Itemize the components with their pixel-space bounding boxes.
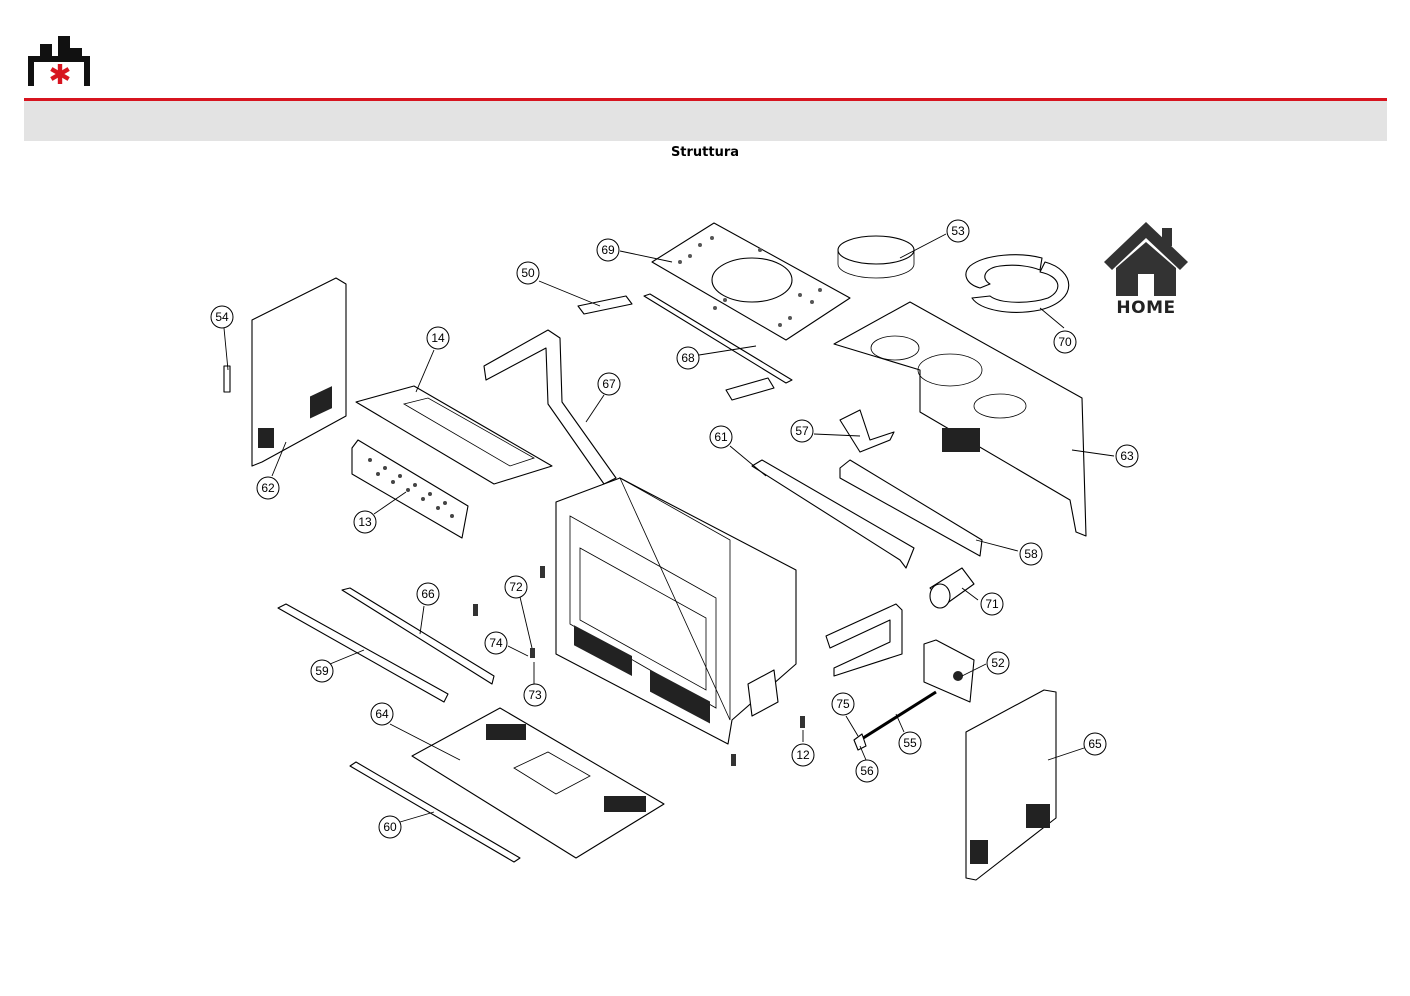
- callout-62: 62: [256, 476, 280, 500]
- callout-73: 73: [523, 683, 547, 707]
- part-66-rail: [341, 587, 495, 685]
- svg-text:65: 65: [1088, 737, 1102, 751]
- callout-54: 54: [210, 305, 234, 329]
- svg-text:61: 61: [714, 430, 728, 444]
- callout-65: 65: [1083, 732, 1107, 756]
- firebox-body: [555, 477, 797, 745]
- svg-text:75: 75: [836, 697, 850, 711]
- part-59-rail: [277, 603, 449, 703]
- svg-text:64: 64: [375, 707, 389, 721]
- home-label: HOME: [1116, 298, 1176, 318]
- callout-72: 72: [504, 575, 528, 599]
- svg-text:60: 60: [383, 820, 397, 834]
- part-14-deflector: [355, 385, 553, 485]
- callout-70: 70: [1053, 330, 1077, 354]
- svg-text:12: 12: [796, 748, 810, 762]
- svg-text:63: 63: [1120, 449, 1134, 463]
- svg-text:66: 66: [421, 587, 435, 601]
- asterisk-icon: [50, 64, 70, 84]
- callout-69: 69: [596, 238, 620, 262]
- part-62-left-panel: [251, 277, 347, 467]
- part-52-box: [923, 639, 975, 703]
- svg-text:53: 53: [951, 224, 965, 238]
- callout-74: 74: [484, 631, 508, 655]
- svg-text:57: 57: [795, 424, 809, 438]
- page-title: Struttura: [670, 145, 740, 160]
- callout-55: 55: [898, 731, 922, 755]
- callout-75: 75: [831, 692, 855, 716]
- brand-logo: [28, 36, 90, 86]
- svg-text:56: 56: [860, 764, 874, 778]
- svg-text:52: 52: [991, 656, 1005, 670]
- callout-67: 67: [597, 372, 621, 396]
- part-71-pipe: [929, 567, 975, 609]
- callout-53: 53: [946, 219, 970, 243]
- part-53-collar: [837, 235, 915, 279]
- svg-text:59: 59: [315, 664, 329, 678]
- part-64-base-plate: [411, 707, 665, 859]
- bolts: [473, 566, 805, 766]
- svg-text:71: 71: [985, 597, 999, 611]
- callout-61: 61: [709, 425, 733, 449]
- callout-58: 58: [1019, 542, 1043, 566]
- part-63-housing: [833, 301, 1087, 537]
- part-69-top-grate: [651, 222, 851, 341]
- callout-13: 13: [353, 510, 377, 534]
- part-61-rail: [751, 459, 915, 569]
- callout-52: 52: [986, 651, 1010, 675]
- part-65-right-panel: [965, 689, 1057, 881]
- part-57-bracket: [839, 409, 895, 453]
- svg-text:58: 58: [1024, 547, 1038, 561]
- part-56-clip: [853, 733, 867, 751]
- callout-63: 63: [1115, 444, 1139, 468]
- part-68-rail: [643, 293, 793, 401]
- svg-text:54: 54: [215, 310, 229, 324]
- svg-text:73: 73: [528, 688, 542, 702]
- callout-14: 14: [426, 326, 450, 350]
- callout-60: 60: [378, 815, 402, 839]
- svg-text:50: 50: [521, 266, 535, 280]
- svg-text:68: 68: [681, 351, 695, 365]
- svg-text:14: 14: [431, 331, 445, 345]
- callout-71: 71: [980, 592, 1004, 616]
- svg-text:55: 55: [903, 736, 917, 750]
- part-54-tab: [223, 365, 231, 393]
- svg-text:13: 13: [358, 515, 372, 529]
- home-button[interactable]: HOME: [1100, 218, 1192, 322]
- svg-text:70: 70: [1058, 335, 1072, 349]
- callout-66: 66: [416, 582, 440, 606]
- part-70-split-ring: [965, 254, 1070, 313]
- part-67-bracket: [483, 329, 617, 485]
- callout-64: 64: [370, 702, 394, 726]
- svg-text:62: 62: [261, 481, 275, 495]
- part-60-rail: [349, 761, 521, 863]
- callout-68: 68: [676, 346, 700, 370]
- part-bracket: [825, 603, 903, 677]
- part-13-perforated-panel: [351, 439, 469, 539]
- svg-text:67: 67: [602, 377, 616, 391]
- callout-59: 59: [310, 659, 334, 683]
- part-50-bracket: [577, 295, 633, 315]
- part-55-rod: [859, 690, 937, 742]
- callout-56: 56: [855, 759, 879, 783]
- svg-text:69: 69: [601, 243, 615, 257]
- callout-12: 12: [791, 743, 815, 767]
- callout-50: 50: [516, 261, 540, 285]
- header-red-rule: [24, 98, 1387, 101]
- header-band: [24, 101, 1387, 141]
- home-icon: [1104, 222, 1188, 296]
- callout-57: 57: [790, 419, 814, 443]
- svg-text:74: 74: [489, 636, 503, 650]
- part-58-rail: [839, 459, 983, 557]
- leader-lines: [223, 233, 1115, 823]
- svg-text:72: 72: [509, 580, 523, 594]
